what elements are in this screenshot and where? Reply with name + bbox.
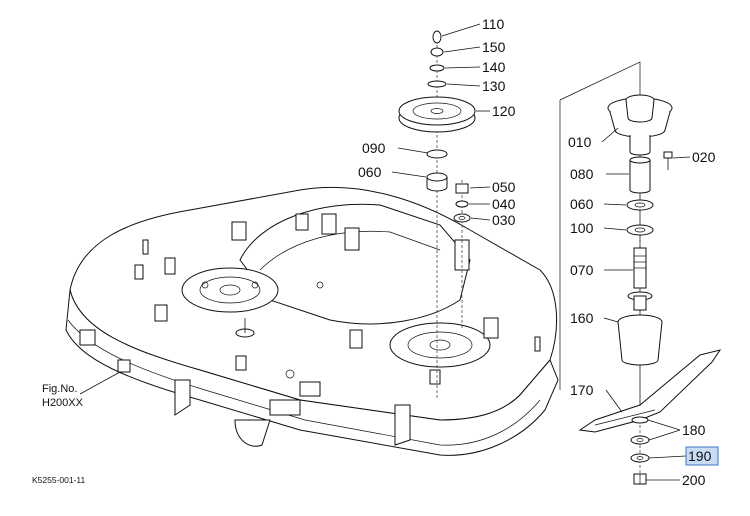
- callout-010[interactable]: 010: [568, 134, 592, 150]
- callout-110[interactable]: 110: [482, 16, 505, 32]
- callout-030[interactable]: 030: [492, 212, 516, 228]
- callout-050[interactable]: 050: [492, 179, 516, 195]
- fig-label: Fig.No.: [42, 383, 77, 395]
- callout-140[interactable]: 140: [482, 59, 506, 75]
- callout-120[interactable]: 120: [492, 103, 516, 119]
- callout-100[interactable]: 100: [570, 220, 594, 236]
- leader-lines: [79, 23, 691, 481]
- callout-labels: 110 150 140 130 120 090 060 050 040 030 …: [358, 16, 719, 488]
- callout-200[interactable]: 200: [682, 472, 706, 488]
- fig-number: H200XX: [42, 397, 84, 409]
- figure-labels: Fig.No. H200XX K5255-001-11: [32, 383, 86, 485]
- drawing-code: K5255-001-11: [32, 475, 86, 485]
- callout-020[interactable]: 020: [692, 149, 716, 165]
- callout-060-center[interactable]: 060: [358, 164, 382, 180]
- callout-130[interactable]: 130: [482, 78, 506, 94]
- callout-150[interactable]: 150: [482, 39, 506, 55]
- callout-060-spindle[interactable]: 060: [570, 196, 594, 212]
- mower-deck: [65, 186, 559, 456]
- callout-190[interactable]: 190: [688, 448, 712, 464]
- spindle-stack: [559, 61, 722, 485]
- callout-090[interactable]: 090: [362, 140, 386, 156]
- callout-080[interactable]: 080: [570, 166, 594, 182]
- callout-170[interactable]: 170: [570, 382, 594, 398]
- callout-160[interactable]: 160: [570, 310, 594, 326]
- callout-190-highlight: [685, 446, 719, 466]
- callout-180[interactable]: 180: [682, 422, 706, 438]
- center-pulley-stack: [398, 30, 476, 400]
- callout-040[interactable]: 040: [492, 196, 516, 212]
- callout-070[interactable]: 070: [570, 262, 594, 278]
